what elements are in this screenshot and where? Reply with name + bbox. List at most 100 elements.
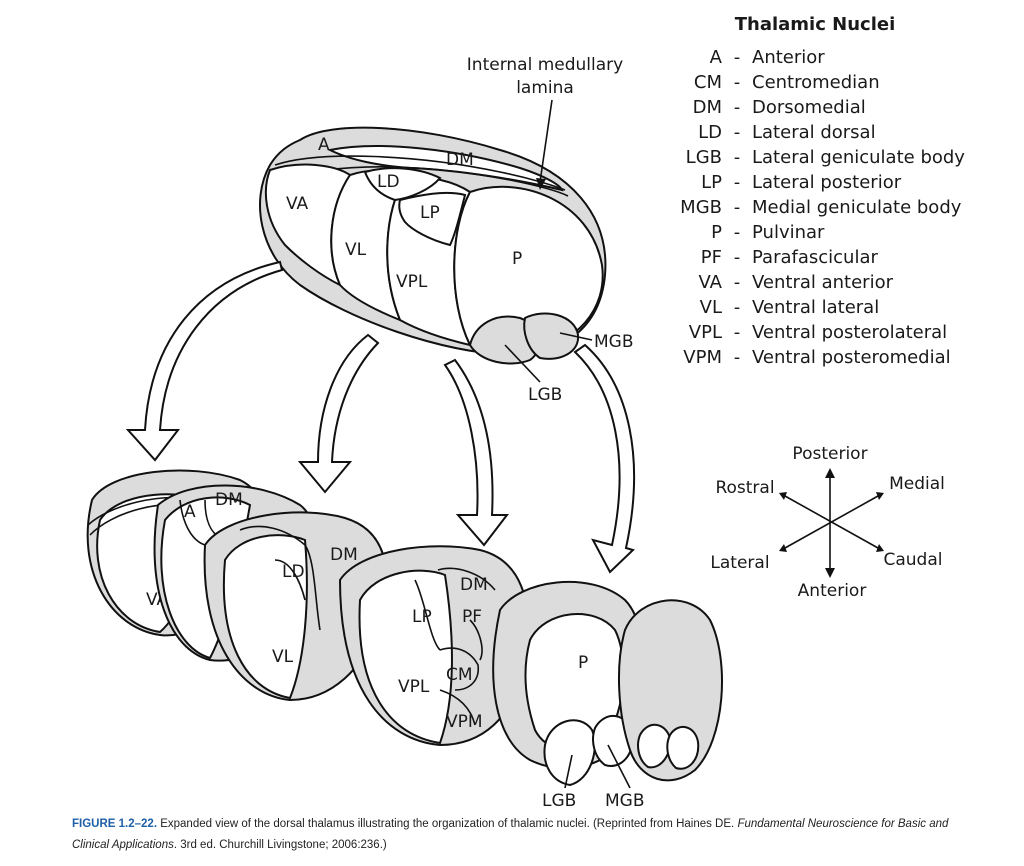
legend-dash: - (734, 322, 741, 343)
top-label-vpl: VPL (396, 272, 428, 292)
legend-name: Pulvinar (752, 222, 825, 243)
slice-lgb (543, 719, 596, 787)
legend-row: MGB-Medial geniculate body (680, 197, 962, 218)
legend-name: Ventral lateral (752, 297, 879, 318)
legend-dash: - (734, 172, 741, 193)
top-label-p: P (512, 249, 522, 269)
legend-dash: - (734, 222, 741, 243)
top-mgb (523, 312, 580, 360)
legend-row: PF-Parafascicular (701, 247, 879, 268)
legend-name: Ventral posterolateral (752, 322, 947, 343)
legend-row: LGB-Lateral geniculate body (686, 147, 966, 168)
legend-dash: - (734, 47, 741, 68)
legend-dash: - (734, 147, 741, 168)
slice-label-dm1: DM (215, 490, 243, 510)
legend-name: Lateral geniculate body (752, 147, 965, 168)
legend-row: VPL-Ventral posterolateral (689, 322, 947, 343)
legend-abbr: DM (693, 97, 722, 118)
legend-row: VPM-Ventral posteromedial (683, 347, 950, 368)
compass-arrow-downright (876, 544, 884, 552)
legend-row: DM-Dorsomedial (693, 97, 866, 118)
slice-label-vl: VL (272, 647, 294, 667)
legend-row: A-Anterior (710, 47, 826, 68)
slice-label-mgb: MGB (605, 791, 645, 811)
caption-figure-number: FIGURE 1.2–22. (72, 818, 158, 830)
legend-abbr: VA (699, 272, 723, 293)
compass-arrow-up (825, 468, 835, 478)
top-label-mgb: MGB (594, 332, 634, 352)
legend-name: Dorsomedial (752, 97, 866, 118)
compass-lateral: Lateral (710, 553, 769, 573)
legend-dash: - (734, 272, 741, 293)
nuclei-legend: Thalamic Nuclei A-AnteriorCM-Centromedia… (680, 14, 965, 368)
figure-caption: FIGURE 1.2–22. Expanded view of the dors… (72, 814, 982, 856)
lamina-label-line1: Internal medullary (467, 55, 623, 75)
caption-book-title: Fundamental Neuroscience for Basic and C… (72, 818, 949, 851)
legend-name: Centromedian (752, 72, 880, 93)
compass-rostral: Rostral (715, 478, 774, 498)
top-label-dm: DM (446, 150, 474, 170)
legend-dash: - (734, 72, 741, 93)
arrow-2 (297, 333, 380, 494)
legend-name: Parafascicular (752, 247, 878, 268)
slice-label-cm: CM (446, 665, 473, 685)
arrow-3 (443, 358, 510, 547)
legend-dash: - (734, 97, 741, 118)
compass-arrow-downleft (779, 544, 787, 552)
slice-label-ld: LD (282, 562, 305, 582)
legend-abbr: LD (698, 122, 722, 143)
slice-mgb (592, 714, 634, 767)
legend-dash: - (734, 347, 741, 368)
slice-label-p: P (578, 653, 588, 673)
legend-name: Anterior (752, 47, 825, 68)
compass-caudal: Caudal (884, 550, 943, 570)
legend-abbr: PF (701, 247, 722, 268)
legend-dash: - (734, 197, 741, 218)
legend-abbr: LGB (686, 147, 722, 168)
caption-text-1: Expanded view of the dorsal thalamus ill… (157, 818, 738, 830)
top-label-va: VA (286, 194, 309, 214)
legend-abbr: CM (694, 72, 722, 93)
legend-abbr: P (711, 222, 722, 243)
legend-row: VL-Ventral lateral (700, 297, 880, 318)
top-ld-segment (363, 167, 442, 202)
top-label-a: A (318, 135, 330, 155)
slice-label-lgb: LGB (542, 791, 576, 811)
legend-abbr: VL (700, 297, 722, 318)
compass-arrow-upleft (779, 492, 787, 500)
compass-arrow-down (825, 568, 835, 578)
orientation-compass: Posterior Rostral Medial Lateral Caudal … (710, 444, 944, 601)
compass-medial: Medial (889, 474, 945, 494)
arrow-4 (573, 343, 635, 574)
top-label-ld: LD (377, 172, 400, 192)
legend-title: Thalamic Nuclei (735, 14, 896, 35)
legend-row: VA-Ventral anterior (699, 272, 894, 293)
legend-abbr: VPL (689, 322, 722, 343)
explosion-arrows (125, 260, 635, 574)
legend-row: P-Pulvinar (711, 222, 825, 243)
caption-text-2: . 3rd ed. Churchill Livingstone; 2006:23… (173, 839, 387, 851)
legend-row: LP-Lateral posterior (701, 172, 902, 193)
legend-row: LD-Lateral dorsal (698, 122, 875, 143)
slice-label-dm3: DM (460, 575, 488, 595)
legend-dash: - (734, 122, 741, 143)
legend-name: Medial geniculate body (752, 197, 962, 218)
slice-label-vpl: VPL (398, 677, 430, 697)
slice-label-dm2: DM (330, 545, 358, 565)
top-lp-segment (398, 191, 467, 247)
legend-dash: - (734, 247, 741, 268)
top-label-lp: LP (420, 203, 440, 223)
legend-row: CM-Centromedian (694, 72, 880, 93)
legend-abbr: VPM (683, 347, 722, 368)
slice-label-lp: LP (412, 607, 432, 627)
slice-label-a: A (184, 502, 196, 522)
legend-name: Ventral posteromedial (752, 347, 951, 368)
compass-arrow-upright (876, 492, 884, 500)
legend-abbr: MGB (680, 197, 722, 218)
exploded-slices: VA A DM DM LD VL DM LP PF CM VPL VPM P (86, 469, 723, 811)
slice-label-vpm: VPM (446, 712, 483, 732)
intact-thalamus: A DM LD VA LP VL VPL P MGB LGB (259, 126, 634, 405)
top-label-vl: VL (345, 240, 367, 260)
legend-dash: - (734, 297, 741, 318)
